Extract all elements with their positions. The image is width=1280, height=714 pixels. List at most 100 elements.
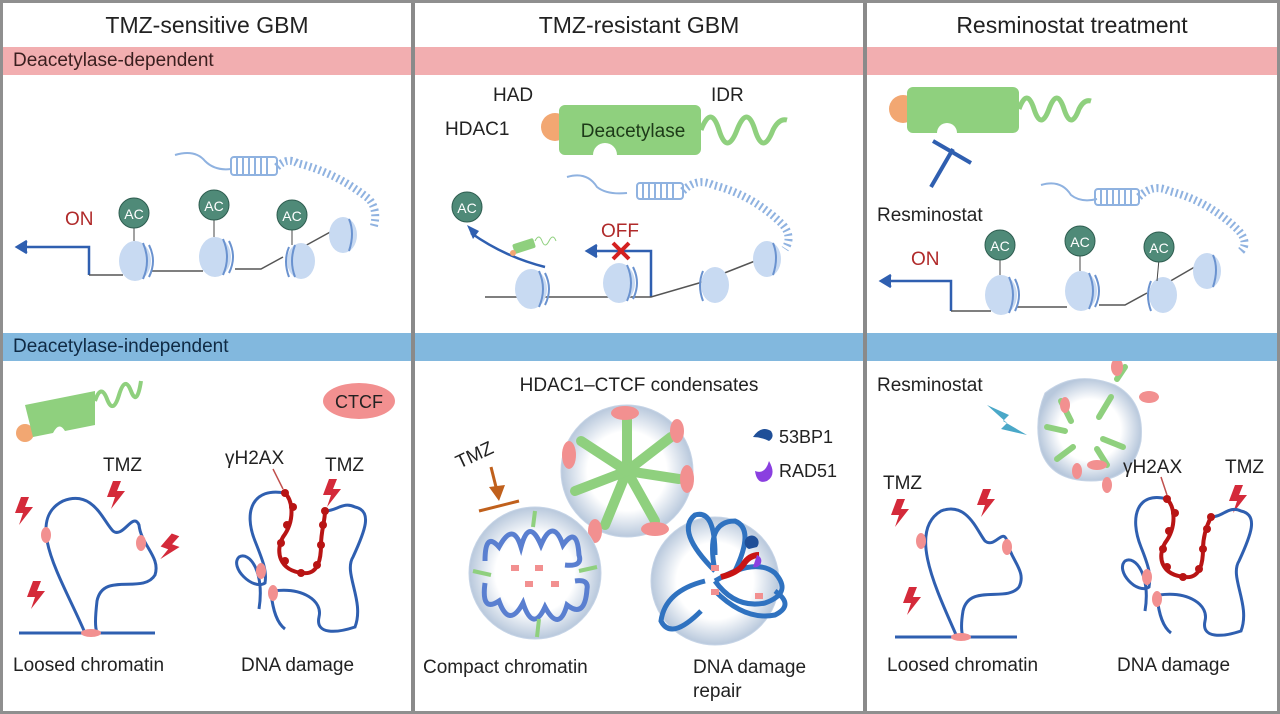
column-divider (411, 3, 415, 711)
acetyl-mark-icon: AC (1064, 225, 1096, 271)
condensate-compact-chromatin-icon (468, 506, 602, 640)
state-off-label: OFF (601, 221, 639, 242)
inhibition-bar-icon (929, 139, 973, 189)
acetyl-mark-icon: AC (118, 197, 150, 241)
row-band-deacetylase-dependent: Deacetylase-dependent (3, 47, 1277, 75)
nucleosome-icon (515, 269, 550, 309)
tmz-damage-lightning-icon (15, 481, 180, 609)
hdac1-protein-icon: Deacetylase (541, 105, 788, 155)
removal-arrow (470, 231, 546, 269)
column-header-tmz-resistant: TMZ-resistant GBM (538, 11, 740, 38)
tmz-label: TMZ (325, 455, 364, 476)
column-header-tmz-sensitive: TMZ-sensitive GBM (105, 11, 309, 38)
ctcf-site-icon (41, 527, 146, 637)
svg-text:AC: AC (204, 198, 223, 214)
dna-linker (485, 260, 756, 298)
nucleosome-icon (1147, 277, 1177, 313)
hdac1-label: HDAC1 (445, 119, 509, 140)
panel-resminostat-dependent: Resminostat ON AC AC AC (877, 87, 1249, 315)
blocked-x-icon (611, 241, 631, 261)
chromatin-fiber-icon (1040, 182, 1249, 254)
tmz-damage-lightning-icon (323, 479, 341, 507)
svg-text:AC: AC (124, 206, 143, 222)
nucleosome-icon (985, 275, 1020, 315)
acetyl-mark-icon: AC (276, 199, 308, 245)
row-label-independent: Deacetylase-independent (13, 336, 229, 357)
dna-linker (951, 260, 1206, 312)
tmz-damage-lightning-icon (891, 489, 995, 615)
legend-rad51: RAD51 (755, 461, 837, 482)
row-band-deacetylase-independent: Deacetylase-independent (3, 333, 1277, 361)
caption-dna-damage-repair-line2: repair (693, 681, 742, 702)
panel-resminostat-independent: Resminostat TMZ γH2AX TMZ (877, 361, 1264, 676)
tmz-blocked-arrow-icon (478, 466, 520, 513)
panel-resistant-dependent: HDAC1 HAD IDR Deacetylase AC OFF (445, 85, 793, 309)
dna-loop-damaged (235, 490, 368, 633)
deacetylase-domain-label: Deacetylase (581, 121, 686, 142)
condensate-dna-repair-icon (650, 511, 788, 646)
condensate-droplet-icon (560, 404, 694, 543)
acetyl-mark-icon: AC (451, 191, 483, 223)
legend-53bp1: 53BP1 (753, 427, 833, 447)
ctcf-site-icon (916, 533, 1012, 641)
h2ax-foci (1159, 495, 1215, 581)
nucleosome-icon (699, 267, 729, 303)
h2ax-foci (277, 489, 329, 577)
nucleosome-icon (1065, 271, 1100, 311)
svg-text:AC: AC (1070, 234, 1089, 250)
had-domain-label: HAD (493, 85, 533, 106)
dna-linker (89, 224, 344, 276)
ctcf-site-icon (1142, 569, 1162, 607)
figure-frame: TMZ-sensitive GBM TMZ-resistant GBM Resm… (3, 3, 1277, 711)
hdac1-mini-icon (510, 236, 557, 256)
arrowhead (467, 225, 479, 239)
panel-sensitive-independent: CTCF TMZ γH2AX TMZ (13, 380, 395, 676)
gene-promoter-arrow-icon (14, 239, 91, 275)
svg-text:AC: AC (282, 208, 301, 224)
caption-loosed-chromatin: Loosed chromatin (13, 655, 164, 676)
tmz-damage-lightning-icon (1229, 485, 1247, 513)
nucleosome-icon (753, 241, 781, 277)
hdac1-protein-icon (16, 380, 143, 442)
nucleosome-icon (1193, 253, 1221, 289)
svg-text:AC: AC (1149, 240, 1168, 256)
resminostat-label: Resminostat (877, 375, 983, 396)
resminostat-label: Resminostat (877, 205, 983, 226)
tmz-label: TMZ (883, 473, 922, 494)
acetyl-mark-icon: AC (1143, 231, 1175, 282)
h2ax-pointer (272, 468, 284, 490)
blocked-promoter-arrow-icon (584, 243, 653, 297)
dna-loop-loosed (895, 507, 1023, 639)
panel-resistant-independent: HDAC1–CTCF condensates TMZ (423, 375, 837, 702)
caption-dna-damage: DNA damage (241, 655, 354, 676)
nucleosome-icon (199, 237, 234, 277)
tmz-label: TMZ (103, 455, 142, 476)
dna-loop-damaged (1121, 496, 1254, 637)
condensates-title: HDAC1–CTCF condensates (520, 375, 759, 396)
nucleosome-icon (119, 241, 154, 281)
caption-dna-damage: DNA damage (1117, 655, 1230, 676)
tmz-label: TMZ (1225, 457, 1264, 478)
nucleosome-icon (603, 263, 638, 303)
drug-lightning-icon (987, 405, 1027, 435)
svg-text:AC: AC (990, 238, 1009, 254)
h2ax-label: γH2AX (1123, 457, 1182, 478)
caption-dna-damage-repair-line1: DNA damage (693, 657, 806, 678)
disrupted-condensate-icon (1037, 361, 1159, 493)
chromatin-fiber-icon (566, 174, 793, 252)
svg-text:53BP1: 53BP1 (779, 427, 833, 447)
ctcf-site-icon (256, 563, 278, 601)
column-divider (863, 3, 867, 711)
gene-promoter-arrow-icon (878, 273, 953, 311)
hdac1-protein-icon (889, 87, 1092, 133)
svg-text:CTCF: CTCF (335, 392, 383, 412)
idr-domain-label: IDR (711, 85, 744, 106)
svg-text:RAD51: RAD51 (779, 461, 837, 481)
caption-compact-chromatin: Compact chromatin (423, 657, 588, 678)
nucleosome-icon (285, 243, 315, 279)
acetyl-mark-icon: AC (198, 189, 230, 237)
h2ax-label: γH2AX (225, 448, 284, 469)
ctcf-legend-icon: CTCF (323, 383, 395, 419)
svg-text:AC: AC (457, 200, 476, 216)
dna-loop-loosed (19, 497, 158, 635)
